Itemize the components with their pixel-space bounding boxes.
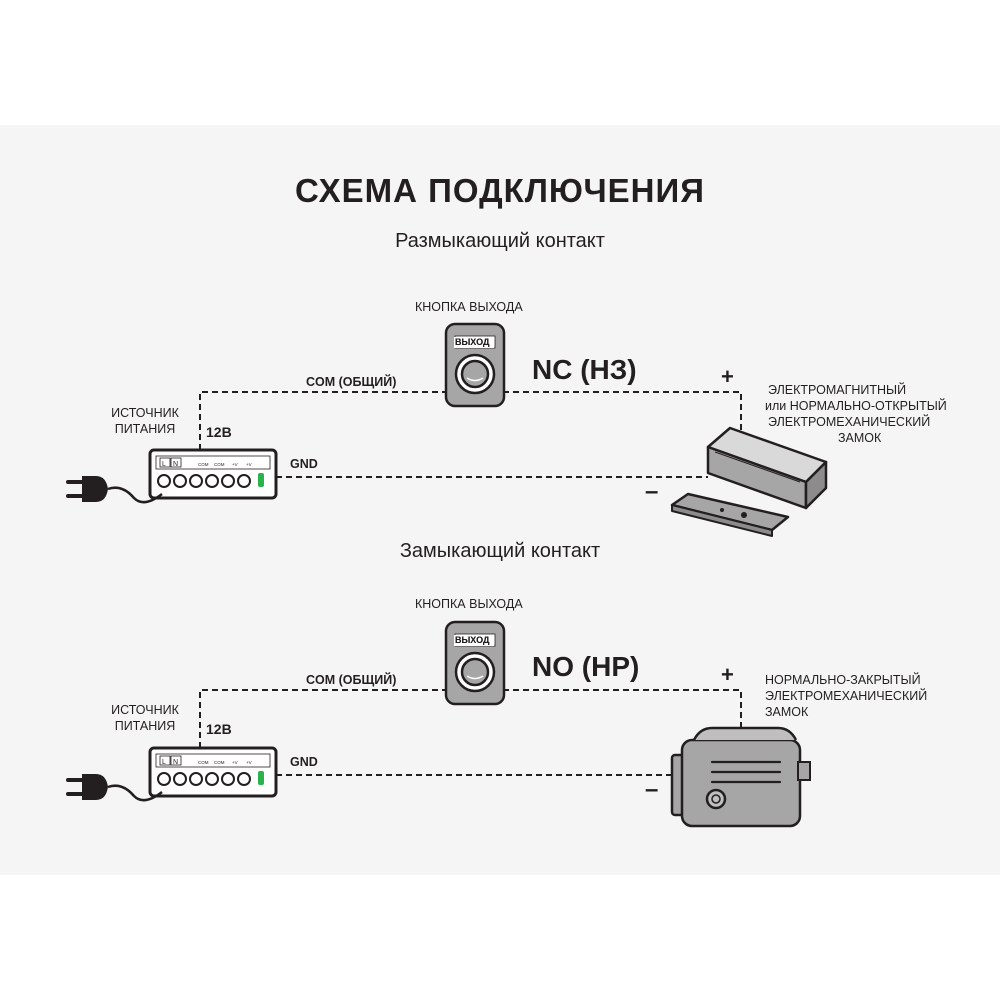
section-2-wires <box>199 689 742 776</box>
section-1-power-supply <box>148 448 278 500</box>
section-2-voltage-label: 12В <box>206 721 232 737</box>
section-2-power-supply <box>148 746 278 798</box>
section-2-lock-label: НОРМАЛЬНО-ЗАКРЫТЫЙ ЭЛЕКТРОМЕХАНИЧЕСКИЙ З… <box>765 673 928 719</box>
section-2-contact-label: NO (НР) <box>532 651 640 682</box>
section-2-title: Замыкающий контакт <box>399 540 601 562</box>
section-1-plug-icon <box>66 474 164 505</box>
section-2-button-label: КНОПКА ВЫХОДА <box>415 597 523 611</box>
section-1-button-text: ВЫХОД <box>455 337 490 347</box>
section-2-plug-icon <box>66 772 164 803</box>
section-2-com-label: COM (ОБЩИЙ) <box>306 673 397 687</box>
section-1-contact-label: NC (НЗ) <box>532 354 637 385</box>
section-1-lock-label: ЭЛЕКТРОМАГНИТНЫЙ или НОРМАЛЬНО-ОТКРЫТЫЙ … <box>765 383 947 445</box>
section-2-minus: – <box>645 776 659 803</box>
section-2-button-text-overlay: ВЫХОД <box>455 635 490 645</box>
section-2-plus: + <box>721 662 734 687</box>
section-1-voltage-label: 12В <box>206 424 232 440</box>
section-2-button-text: ВЫХОД <box>455 635 490 645</box>
electromagnetic-lock-icon <box>670 426 828 537</box>
section-1-plus: + <box>721 364 734 389</box>
section-1-com-label: COM (ОБЩИЙ) <box>306 375 397 389</box>
section-1-gnd-label: GND <box>290 457 318 471</box>
page-title: СХЕМА ПОДКЛЮЧЕНИЯ <box>295 172 705 209</box>
section-1-button-text-overlay: ВЫХОД <box>455 337 490 347</box>
section-1-minus: – <box>645 478 659 505</box>
section-1-button-label: КНОПКА ВЫХОДА <box>415 300 523 314</box>
section-1-wires <box>199 391 742 478</box>
section-1-title: Размыкающий контакт <box>395 230 605 252</box>
section-2-gnd-label: GND <box>290 755 318 769</box>
electromechanical-lock-icon <box>670 726 811 828</box>
